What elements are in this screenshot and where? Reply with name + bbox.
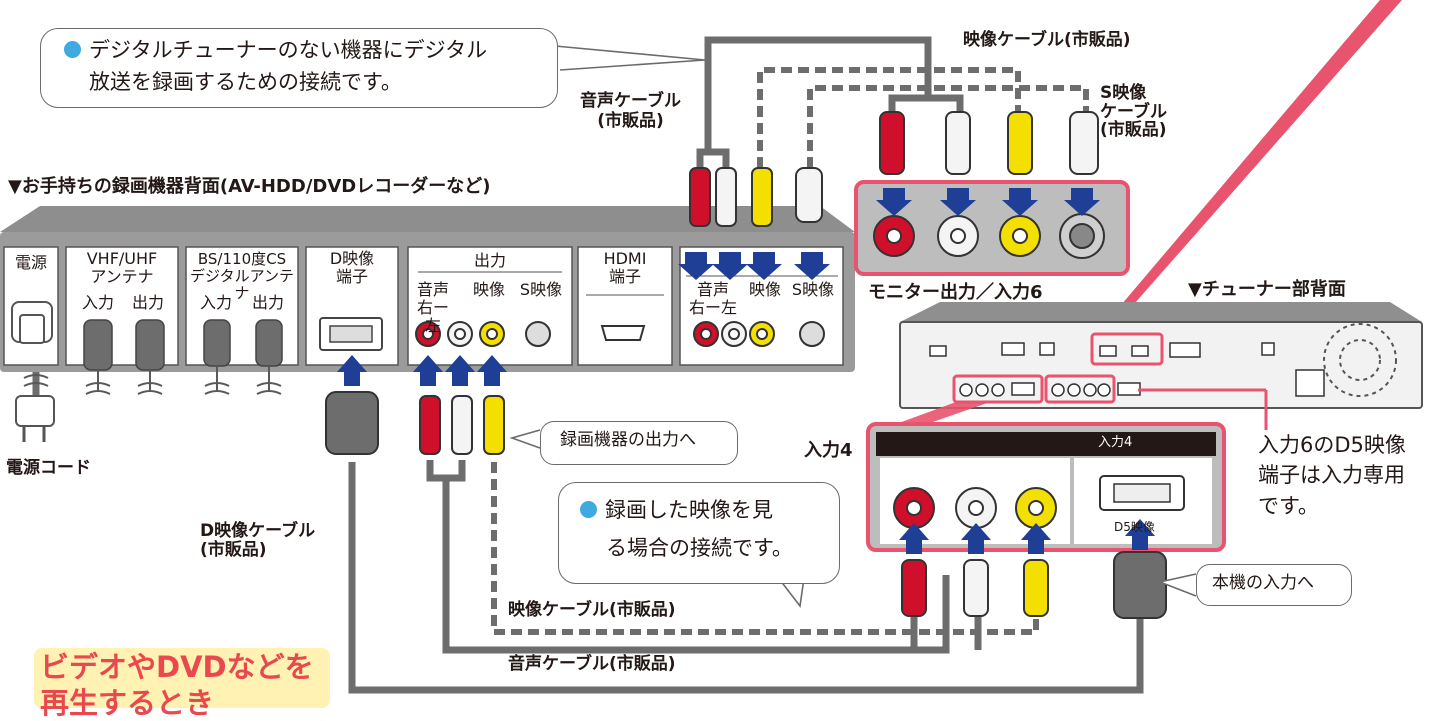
bs-out-label: 出力 — [251, 293, 284, 312]
output-video-label: 映像 — [472, 280, 505, 299]
svideo-cable-label: S映像ケーブル(市販品) — [1100, 83, 1167, 141]
video-cable-bottom-label: 映像ケーブル(市販品) — [508, 600, 676, 620]
to-unit-in-bubble — [1196, 564, 1352, 606]
input4-label: 入力4 — [804, 440, 853, 461]
monitor-output-panel — [854, 180, 1130, 276]
note-top-line2: 放送を録画するための接続です。 — [89, 70, 402, 94]
bullet-icon — [64, 41, 81, 58]
note-mid-line2: る場合の接続です。 — [606, 536, 793, 560]
note-top-bubble — [40, 28, 558, 108]
callout-line2: 再生するとき — [40, 686, 215, 720]
video-cable-top-label: 映像ケーブル(市販品) — [963, 30, 1131, 50]
power-label: 電源 — [14, 253, 47, 272]
recorder-title: ▼お手持ちの録画機器背面(AV-HDD/DVDレコーダーなど) — [8, 176, 491, 197]
output-audio-label: 音声右ー左 — [416, 280, 449, 335]
audio-cable-bottom — [442, 478, 950, 654]
output-svideo-label: S映像 — [519, 280, 563, 299]
note-mid-bubble — [558, 482, 840, 584]
audio-cable-bottom-label: 音声ケーブル(市販品) — [508, 654, 676, 674]
note-mid-line1: 録画した映像を見 — [580, 498, 773, 523]
d5-video-label: D5映像 — [1114, 520, 1155, 534]
tuner-title: ▼チューナー部背面 — [1188, 279, 1346, 300]
vhf-out-label: 出力 — [131, 293, 164, 312]
recorder-top — [0, 206, 855, 232]
video-cable-top — [757, 67, 1021, 168]
power-cord-label: 電源コード — [6, 458, 91, 478]
to-unit-in-text: 本機の入力へ — [1212, 573, 1314, 593]
input4-panel-label: 入力4 — [1098, 435, 1133, 450]
monitor-output-label: モニター出力／入力6 — [868, 282, 1043, 303]
d-cable-label: D映像ケーブル(市販品) — [200, 521, 316, 560]
svideo-cable — [807, 85, 1089, 168]
d5-note: 入力6のD5映像端子は入力専用です。 — [1258, 433, 1406, 518]
audio-cable-top-label: 音声ケーブル(市販品) — [580, 91, 681, 131]
tuner-top — [900, 302, 1422, 322]
bullet-icon — [580, 501, 597, 518]
bs-in-label: 入力 — [199, 293, 232, 312]
pointer-line — [1110, 0, 1402, 320]
input-video-label: 映像 — [748, 280, 781, 299]
vhf-in-label: 入力 — [81, 293, 114, 312]
wiring-diagram — [0, 0, 1423, 694]
input-audio-label: 音声右ー左 — [688, 280, 737, 317]
d-video-cable — [348, 462, 1144, 694]
input-svideo-label: S映像 — [791, 280, 835, 299]
to-recorder-out-bubble — [540, 421, 738, 465]
note-top-line1: デジタルチューナーのない機器にデジタル — [64, 38, 487, 63]
output-label: 出力 — [473, 251, 506, 270]
video-cable-bottom — [491, 462, 1039, 635]
d-terminal-label: D映像端子 — [329, 249, 375, 286]
to-recorder-out-text: 録画機器の出力へ — [560, 430, 696, 450]
callout-line1: ビデオやDVDなどを — [40, 650, 314, 684]
